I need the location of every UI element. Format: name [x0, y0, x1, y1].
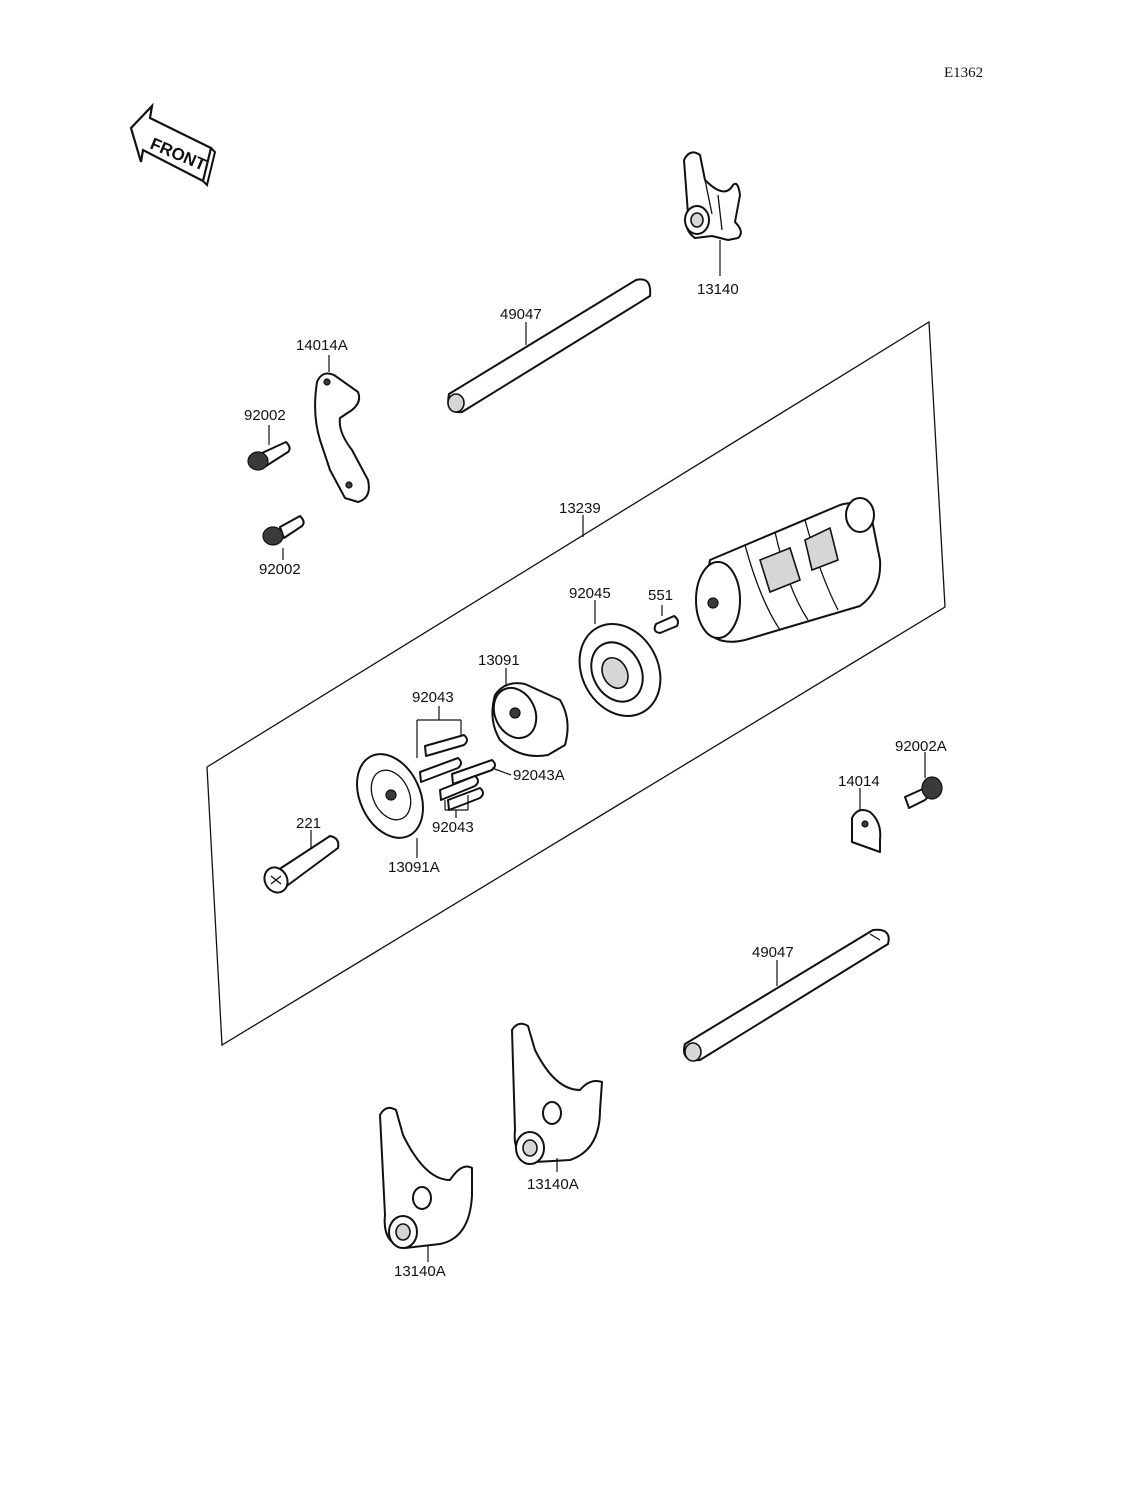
label-551: 551: [648, 587, 673, 604]
pins-92043-lower: 92043: [432, 775, 484, 836]
pin-92043a: 92043A: [451, 759, 565, 785]
shift-rod-top: 49047: [447, 278, 652, 414]
pin-551: 551: [648, 587, 679, 634]
bracket-14014a: 14014A: [296, 337, 370, 503]
diagram-code: E1362: [944, 65, 983, 81]
label-49047-top: 49047: [500, 306, 542, 323]
label-92002a: 92002A: [895, 738, 947, 755]
drum-label-group: 13239: [559, 500, 601, 537]
shift-rod-bottom: 49047: [683, 928, 890, 1062]
label-14014a: 14014A: [296, 337, 348, 354]
bearing-92045: 92045: [569, 585, 662, 717]
bolt-92002a: 92002A: [895, 738, 947, 809]
screw-221: 221: [263, 815, 340, 894]
label-13091a: 13091A: [388, 859, 440, 876]
shift-fork-mid: 13140A: [511, 1022, 603, 1193]
stopper-14014: 14014: [838, 773, 882, 853]
label-13140a-bottom: 13140A: [394, 1263, 446, 1280]
label-92002-upper: 92002: [244, 407, 286, 424]
label-92043a: 92043A: [513, 767, 565, 784]
label-92043-lower: 92043: [432, 819, 474, 836]
plate-13091a: 13091A: [356, 753, 440, 876]
label-13239: 13239: [559, 500, 601, 517]
bolt-92002-lower: 92002: [259, 515, 305, 578]
front-arrow: FRONT: [129, 102, 217, 187]
label-221: 221: [296, 815, 321, 832]
label-14014: 14014: [838, 773, 880, 790]
pins-92043-upper: 92043: [412, 689, 468, 783]
bolt-92002-upper: 92002: [244, 407, 291, 471]
shift-drum: [695, 497, 882, 643]
label-13140a-mid: 13140A: [527, 1176, 579, 1193]
label-92045: 92045: [569, 585, 611, 602]
label-13140: 13140: [697, 281, 739, 298]
label-49047-bottom: 49047: [752, 944, 794, 961]
drum-assembly-frame: [206, 320, 946, 1047]
holder-13091: 13091: [478, 652, 569, 757]
label-92043-upper: 92043: [412, 689, 454, 706]
label-92002-lower: 92002: [259, 561, 301, 578]
label-13091: 13091: [478, 652, 520, 669]
shift-fork-bottom: 13140A: [379, 1106, 473, 1280]
shift-fork-top: 13140: [683, 151, 742, 298]
